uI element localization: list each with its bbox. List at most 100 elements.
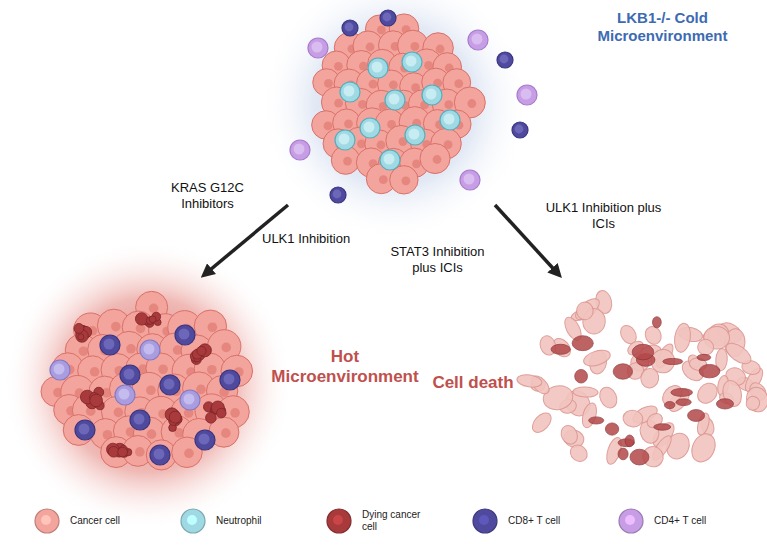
legend-entry: Dying cancer cell — [324, 506, 424, 536]
cell-fragment — [745, 395, 761, 411]
cell-fragment — [573, 387, 599, 398]
dead-fragment — [575, 370, 588, 384]
tumor-node: LKB1-/- Cold Microenvironment — [280, 5, 510, 205]
neutrophil — [360, 118, 380, 138]
state-label: Hot Microenvironment — [270, 347, 420, 388]
neutrophil — [368, 58, 388, 78]
state-label: LKB1-/- Cold Microenvironment — [575, 9, 750, 45]
legend-text: Neutrophil — [216, 515, 278, 527]
cd4-t-cell — [308, 38, 328, 58]
dead-fragment — [699, 364, 720, 377]
cell-fragment — [558, 423, 580, 447]
cancer-cell — [63, 415, 94, 446]
cell-fragment — [723, 339, 755, 367]
treatment-arrow — [495, 205, 559, 275]
legend-entry: CD8+ T cell — [470, 506, 570, 536]
treatment-label: ULK1 Inhibition plus ICIs — [541, 200, 666, 233]
tumor-node: Cell death — [515, 275, 760, 475]
cd4-t-cell — [50, 360, 70, 380]
cell-fragment — [744, 385, 767, 415]
legend-entry: CD4+ T cell — [616, 506, 716, 536]
legend-entry: Cancer cell — [32, 506, 132, 536]
cd8-t-cell — [330, 187, 346, 203]
cd8-t-cell — [342, 20, 358, 36]
dead-fragment — [671, 388, 693, 396]
cd4-t-cell — [180, 390, 200, 410]
neutrophil — [380, 150, 400, 170]
cd8-t-cell — [100, 335, 120, 355]
legend-text: Cancer cell — [70, 515, 132, 527]
dead-fragment — [572, 336, 593, 351]
dead-fragment — [697, 354, 711, 360]
legend-text: Dying cancer cell — [362, 509, 424, 533]
treatment-label: ULK1 Inhibition — [262, 231, 382, 247]
neutrophil — [335, 130, 355, 150]
dying-cell — [190, 344, 211, 365]
hot-glow — [3, 240, 293, 530]
cd8-t-cell — [195, 430, 215, 450]
dead-fragment — [632, 344, 654, 360]
cd4-t-cell — [468, 30, 488, 50]
cell-fragment — [687, 430, 719, 466]
cd4-t-cell — [290, 140, 310, 160]
cd8-t-cell — [75, 420, 95, 440]
dead-fragment — [551, 344, 570, 354]
cd8-t-cell — [512, 122, 528, 138]
treatment-label: STAT3 Inhibition plus ICIs — [380, 244, 495, 277]
cd4-t-cell — [115, 385, 135, 405]
cold-tumor — [290, 10, 537, 203]
cd4-t-cell — [140, 340, 160, 360]
legend-entry: Neutrophil — [178, 506, 278, 536]
neutrophil — [405, 125, 425, 145]
cd8-t-cell — [130, 410, 150, 430]
cell-fragment — [567, 442, 591, 465]
dead-fragment — [716, 399, 733, 409]
dying-cell — [135, 312, 161, 327]
neutrophil — [385, 90, 405, 110]
dead-fragment — [652, 317, 661, 328]
neutrophil — [340, 82, 360, 102]
neutrophil — [440, 110, 460, 130]
dying-cell — [107, 443, 132, 457]
cell-fragment — [639, 367, 660, 389]
dead-fragment — [688, 410, 705, 422]
legend-text: CD8+ T cell — [508, 515, 570, 527]
dead-fragment — [676, 399, 691, 406]
tumor-node: Hot Microenvironment — [15, 275, 285, 475]
neutrophil — [422, 85, 442, 105]
treatment-label: KRAS G12C Inhibitors — [160, 180, 255, 213]
dead-fragment — [589, 417, 604, 424]
dead-fragment — [605, 423, 618, 435]
dead-tumor — [516, 289, 767, 471]
cd8-t-cell — [160, 375, 180, 395]
legend-swatch — [178, 506, 208, 536]
dying-cell — [80, 387, 104, 410]
cd8-t-cell — [497, 52, 513, 68]
legend-swatch — [616, 506, 646, 536]
cell-fragment — [580, 401, 599, 429]
neutrophil — [402, 52, 422, 72]
cancer-cell — [420, 143, 450, 173]
cell-fragment — [576, 301, 594, 320]
cd8-t-cell — [120, 365, 140, 385]
cell-fragment — [642, 324, 664, 347]
cd8-t-cell — [175, 325, 195, 345]
cell-fragment — [597, 384, 621, 410]
dead-fragment — [625, 435, 634, 447]
dead-fragment — [630, 449, 649, 465]
dead-fragment — [654, 424, 671, 430]
cold-glow — [260, 0, 530, 240]
dying-cell — [203, 401, 226, 423]
dying-cell — [74, 323, 92, 342]
cell-fragment — [622, 409, 644, 428]
dead-fragment — [664, 402, 674, 409]
cell-fragment — [529, 409, 555, 435]
dying-cell — [165, 408, 182, 432]
legend-swatch — [32, 506, 62, 536]
hot-tumor — [41, 291, 253, 470]
dead-fragment — [613, 364, 632, 379]
cell-fragment — [516, 373, 543, 389]
cd4-t-cell — [460, 170, 480, 190]
